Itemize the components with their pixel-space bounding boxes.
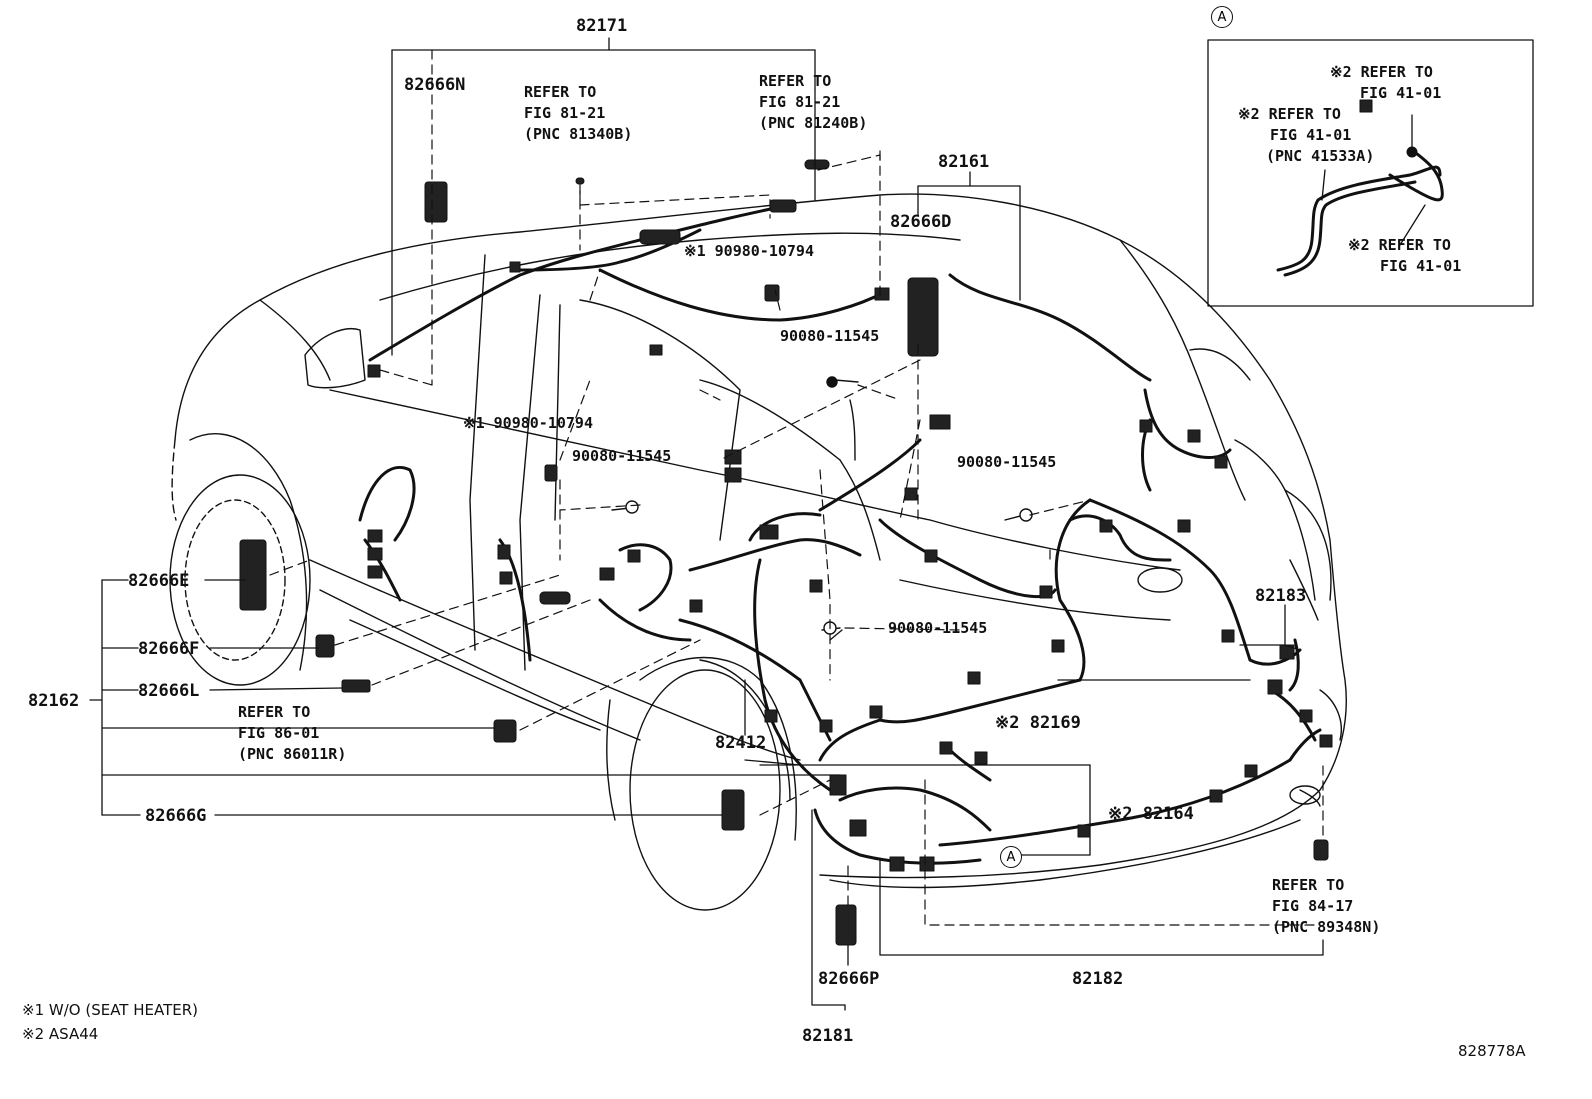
ref-line: FIG 41-01 [1270,126,1352,144]
clip-82666N-part [424,181,448,223]
ref-line: FIG 86-01 [238,724,320,742]
clip-82666L-part [341,679,371,693]
clip-82666D-part [907,277,939,357]
inset-marker-a: A [1211,6,1233,28]
ref-fig-84-17-89348N: REFER TO FIG 84-17 (PNC 89348N) [1272,875,1380,938]
clip-86011R-part [493,719,517,743]
ref-fig-81-21-81340B: REFER TO FIG 81-21 (PNC 81340B) [524,82,632,145]
ref-line: FIG 41-01 [1360,84,1442,102]
ref-line: REFER TO [759,72,832,90]
inset-ref-mid: ※2 REFER TO FIG 41-01 (PNC 41533A) [1238,104,1374,167]
clip-82666P-part [835,904,857,946]
reflector-right [1289,785,1321,805]
rear-fuel-lid [1137,567,1183,593]
front-wheel [169,433,311,686]
footnote-2: ※2 ASA44 [22,1025,99,1043]
rear-wheel [629,656,797,911]
wire-harness-rear-bumper [813,638,1322,865]
label-clip-90980-mid: ※1 90980-10794 [463,414,593,432]
label-clip-90980-top: ※1 90980-10794 [684,242,814,260]
label-82666F: 82666F [138,639,200,659]
ref-line: (PNC 89348N) [1272,918,1381,936]
label-82666E: 82666E [128,571,190,591]
ref-fig-81-21-81240B: REFER TO FIG 81-21 (PNC 81240B) [759,71,867,134]
label-bolt-90080-b: 90080-11545 [572,447,672,465]
label-82666D: 82666D [890,212,952,232]
inset-ref-low: ※2 REFER TO FIG 41-01 [1348,235,1461,277]
label-82169: ※2 82169 [995,713,1081,733]
label-82162: 82162 [28,691,80,711]
ref-line: FIG 81-21 [524,104,606,122]
wire-harness-floor [358,438,1302,792]
ref-line: (PNC 81340B) [524,125,633,143]
ref-line: FIG 81-21 [759,93,841,111]
ref-line: (PNC 81240B) [759,114,868,132]
label-bolt-90080-c: 90080-11545 [957,453,1057,471]
diagram-id: 828778A [1458,1042,1526,1060]
label-82164: ※2 82164 [1108,804,1194,824]
ref-line: REFER TO [238,703,311,721]
clip-82666E-part [239,539,267,611]
clip-82666G-part [721,789,745,831]
inset-ref-top: ※2 REFER TO FIG 41-01 [1330,62,1441,104]
label-82181: 82181 [802,1026,854,1046]
label-bolt-90080-d: 90080-11545 [888,619,988,637]
ref-line: (PNC 86011R) [238,745,347,763]
callout-marker-a: A [1000,846,1022,868]
ref-line: REFER TO [1272,876,1345,894]
label-82183: 82183 [1255,586,1307,606]
clip-89348N-part [1313,839,1329,861]
solid-leaders [89,37,1534,1011]
label-82161: 82161 [938,152,990,172]
side-mirror [304,328,366,389]
ref-fig-86-01-86011R: REFER TO FIG 86-01 (PNC 86011R) [238,702,346,765]
ref-line: (PNC 41533A) [1266,147,1375,165]
footnote-1: ※1 W/O (SEAT HEATER) [22,1001,198,1019]
label-82666P: 82666P [818,969,880,989]
inset-hose [1276,114,1444,277]
ref-line: FIG 41-01 [1380,257,1462,275]
label-82412: 82412 [715,733,767,753]
label-82182: 82182 [1072,969,1124,989]
connectors [239,99,1373,946]
clip-82666F-part [315,634,335,658]
ref-line: FIG 84-17 [1272,897,1354,915]
ref-line: REFER TO [524,83,597,101]
label-82666G: 82666G [145,806,207,826]
label-82666L: 82666L [138,681,200,701]
ref-line: ※2 REFER TO [1348,236,1451,254]
label-82171: 82171 [576,16,628,36]
bolts [611,376,1033,635]
ref-line: ※2 REFER TO [1238,105,1341,123]
label-bolt-90080-a: 90080-11545 [780,327,880,345]
ref-line: ※2 REFER TO [1330,63,1433,81]
dashed-leaders [269,49,1324,926]
vehicle-body-outline [171,193,1347,889]
label-82666N: 82666N [404,75,466,95]
